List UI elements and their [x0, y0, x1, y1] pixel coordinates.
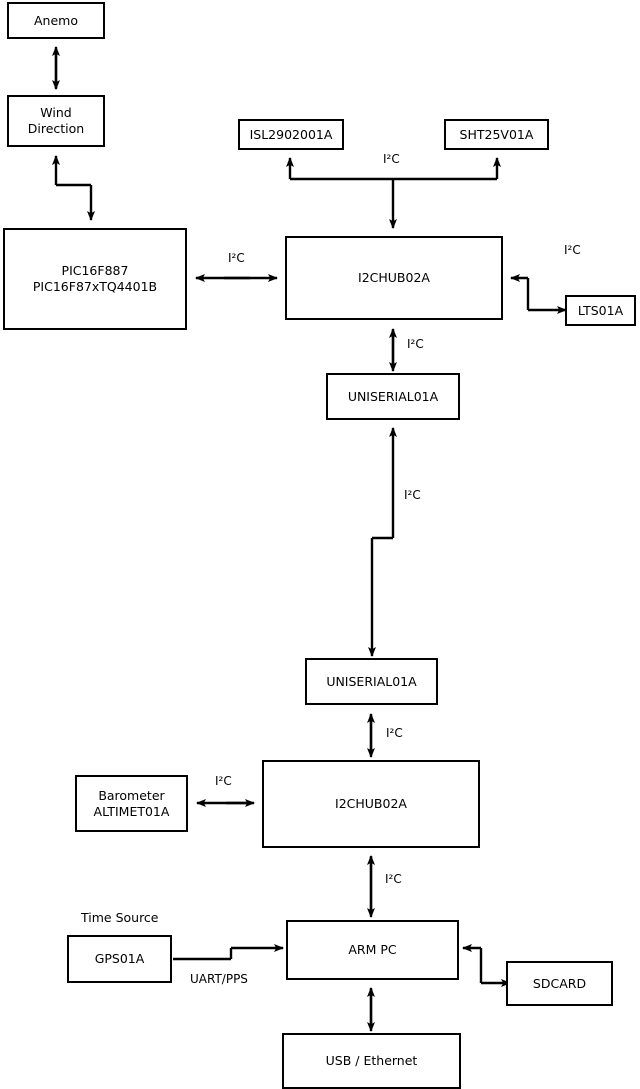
node-wind-direction[interactable]: Wind Direction [7, 95, 105, 147]
edge-label-i2c-hub-uniserial: I²C [407, 337, 424, 351]
connector-uniserial-link [368, 427, 397, 657]
node-i2chub02a-top-label: I2CHUB02A [358, 270, 430, 285]
connector-hubtop-lts [510, 274, 567, 314]
node-pic-mcu-label: PIC16F887 PIC16F87xTQ4401B [32, 263, 158, 294]
edge-label-i2c-pic-hub: I²C [228, 251, 245, 265]
connector-hubtop-sensors [286, 157, 501, 229]
node-i2chub02a-bottom[interactable]: I2CHUB02A [262, 760, 480, 848]
node-i2chub02a-top[interactable]: I2CHUB02A [285, 236, 503, 320]
node-lts01a-label: LTS01A [577, 302, 624, 318]
node-barometer-altimet01a-label: Barometer ALTIMET01A [93, 787, 170, 819]
node-arm-pc[interactable]: ARM PC [286, 920, 459, 980]
node-pic-mcu[interactable]: PIC16F887 PIC16F87xTQ4401B [3, 228, 187, 330]
node-usb-ethernet-label: USB / Ethernet [325, 1053, 418, 1068]
connector-gps-armpc [173, 944, 284, 961]
node-uniserial01a-upper-label: UNISERIAL01A [347, 388, 439, 404]
node-isl2902001a-label: ISL2902001A [249, 126, 333, 142]
node-wind-direction-label: Wind Direction [27, 105, 85, 136]
node-anemo-label: Anemo [34, 12, 78, 28]
node-anemo[interactable]: Anemo [7, 2, 105, 39]
node-gps01a-label: GPS01A [94, 951, 145, 966]
node-sht25v01a-label: SHT25V01A [459, 126, 534, 142]
edge-label-i2c-uniserial-hub: I²C [386, 726, 403, 740]
node-usb-ethernet[interactable]: USB / Ethernet [282, 1033, 461, 1089]
label-time-source: Time Source [81, 910, 159, 925]
node-uniserial01a-lower[interactable]: UNISERIAL01A [305, 658, 438, 705]
node-sdcard-label: SDCARD [532, 975, 587, 991]
node-arm-pc-label: ARM PC [348, 942, 397, 957]
connector-armpc-sdcard [462, 944, 511, 987]
edge-label-i2c-hub-lts: I²C [564, 243, 581, 257]
node-sdcard[interactable]: SDCARD [506, 961, 613, 1006]
node-isl2902001a[interactable]: ISL2902001A [238, 119, 344, 150]
node-uniserial01a-lower-label: UNISERIAL01A [326, 673, 417, 689]
node-sht25v01a[interactable]: SHT25V01A [444, 119, 549, 150]
node-barometer-altimet01a[interactable]: Barometer ALTIMET01A [75, 775, 188, 832]
edge-label-i2c-uniserial-link: I²C [404, 488, 421, 502]
edge-label-uart-pps: UART/PPS [190, 972, 248, 986]
connector-wind-pic [52, 155, 95, 221]
node-lts01a[interactable]: LTS01A [565, 295, 636, 326]
node-i2chub02a-bottom-label: I2CHUB02A [335, 796, 407, 811]
edge-label-i2c-barometer-hub: I²C [215, 774, 232, 788]
edge-label-i2c-hub-armpc: I²C [385, 872, 402, 886]
node-gps01a[interactable]: GPS01A [67, 935, 172, 983]
edge-label-i2c-sensors-bus: I²C [383, 152, 400, 166]
node-uniserial01a-upper[interactable]: UNISERIAL01A [326, 373, 460, 420]
